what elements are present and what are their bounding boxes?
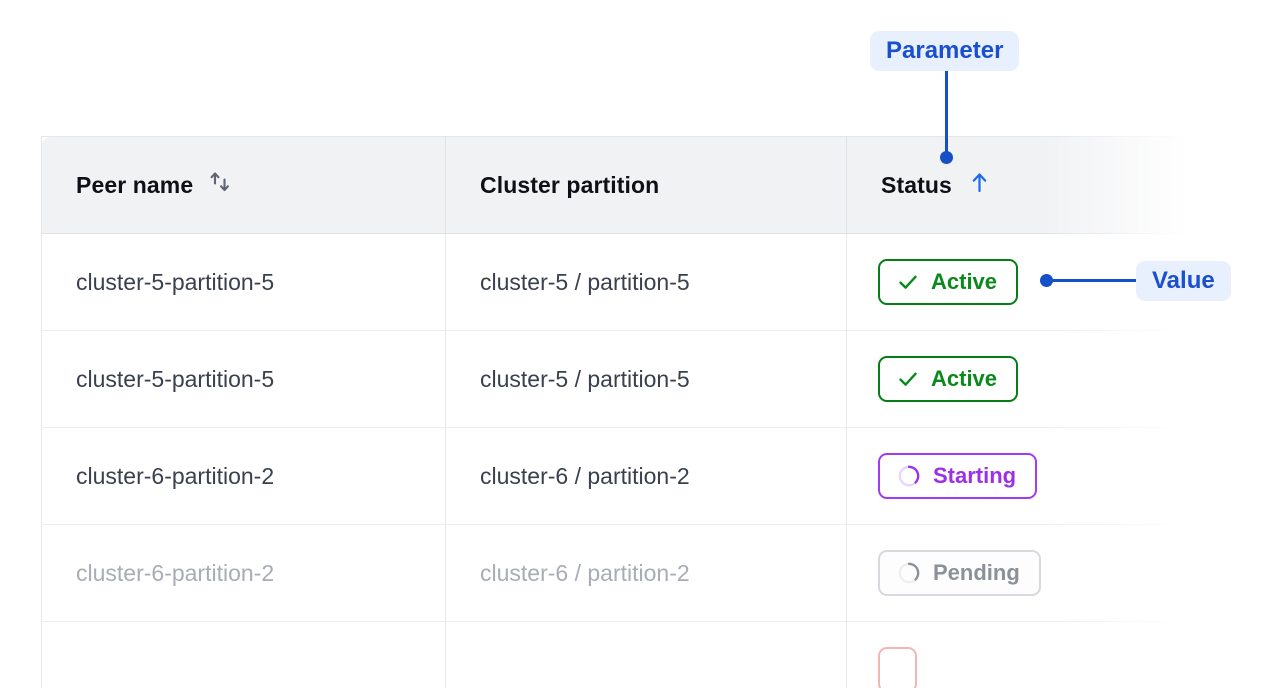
status-badge-label: Pending bbox=[933, 560, 1020, 585]
table-header-row: Peer name Cluster partition bbox=[41, 136, 1191, 234]
peers-table: Peer name Cluster partition bbox=[41, 136, 1191, 688]
cell-peer-name: cluster-6-partition-2 bbox=[41, 524, 446, 622]
status-badge-active: Active bbox=[878, 259, 1019, 305]
column-header-cluster-partition[interactable]: Cluster partition bbox=[445, 136, 847, 234]
cell-status: Active bbox=[846, 233, 1191, 331]
callout-value-label: Value bbox=[1152, 267, 1215, 294]
status-badge-active: Active bbox=[878, 356, 1019, 402]
cell-cluster-partition: cluster-6 / partition-2 bbox=[445, 524, 847, 622]
column-header-peer-name[interactable]: Peer name bbox=[41, 136, 446, 234]
status-badge-starting: Starting bbox=[878, 453, 1038, 499]
cell-status bbox=[846, 621, 1191, 688]
cell-peer-name: cluster-5-partition-5 bbox=[41, 233, 446, 331]
table-row[interactable]: cluster-6-partition-2 cluster-6 / partit… bbox=[41, 524, 1191, 622]
column-header-cluster-partition-label: Cluster partition bbox=[480, 171, 660, 198]
callout-parameter-label: Parameter bbox=[886, 37, 1004, 64]
cell-status: Active bbox=[846, 330, 1191, 428]
cell-peer-name: cluster-6-partition-2 bbox=[41, 427, 446, 525]
table-row[interactable] bbox=[41, 621, 1191, 688]
cell-cluster-partition: cluster-6 / partition-2 bbox=[445, 427, 847, 525]
column-header-peer-name-label: Peer name bbox=[76, 171, 194, 198]
table-row[interactable]: cluster-5-partition-5 cluster-5 / partit… bbox=[41, 330, 1191, 428]
column-header-status[interactable]: Status bbox=[846, 136, 1191, 234]
cell-status: Starting bbox=[846, 427, 1191, 525]
cell-peer-name: cluster-5-partition-5 bbox=[41, 330, 446, 428]
status-badge-error bbox=[878, 647, 917, 688]
cell-cluster-partition: cluster-5 / partition-5 bbox=[445, 330, 847, 428]
callout-parameter-dot bbox=[940, 151, 953, 164]
status-badge-label: Starting bbox=[933, 463, 1017, 488]
callout-value-dot bbox=[1040, 274, 1053, 287]
callout-value-pill: Value bbox=[1136, 261, 1231, 301]
spinner-icon bbox=[896, 560, 922, 586]
callout-value-connector bbox=[1046, 279, 1136, 282]
callout-parameter-pill: Parameter bbox=[870, 31, 1020, 71]
sort-both-icon[interactable] bbox=[207, 169, 233, 201]
status-badge-label: Active bbox=[931, 269, 998, 294]
table-row[interactable]: cluster-5-partition-5 cluster-5 / partit… bbox=[41, 233, 1191, 331]
spinner-icon bbox=[896, 463, 922, 489]
table-header: Peer name Cluster partition bbox=[41, 136, 1191, 234]
cell-status: Pending bbox=[846, 524, 1191, 622]
cell-peer-name bbox=[41, 621, 446, 688]
table-row[interactable]: cluster-6-partition-2 cluster-6 / partit… bbox=[41, 427, 1191, 525]
cell-cluster-partition: cluster-5 / partition-5 bbox=[445, 233, 847, 331]
status-badge-pending: Pending bbox=[878, 550, 1041, 596]
table-body: cluster-5-partition-5 cluster-5 / partit… bbox=[41, 233, 1191, 688]
check-icon bbox=[896, 270, 920, 294]
column-header-status-label: Status bbox=[881, 171, 952, 198]
cell-cluster-partition bbox=[445, 621, 847, 688]
check-icon bbox=[896, 367, 920, 391]
arrow-up-icon[interactable] bbox=[966, 169, 993, 202]
data-table-container: Peer name Cluster partition bbox=[41, 136, 1191, 688]
callout-parameter-connector bbox=[945, 71, 948, 158]
status-badge-label: Active bbox=[931, 366, 998, 391]
data-table-fade-layer: Peer name Cluster partition bbox=[41, 136, 1191, 688]
